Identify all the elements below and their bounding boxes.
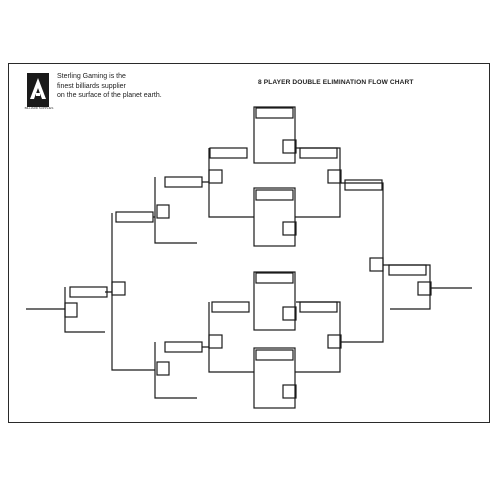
match-slot [255, 272, 294, 284]
match-slot [115, 211, 154, 223]
winner-box [208, 334, 223, 349]
winner-box [156, 204, 170, 219]
match-slot [164, 341, 203, 353]
winner-box [282, 306, 297, 321]
match-slot [299, 301, 338, 313]
winner-box [156, 361, 170, 376]
match-slot [209, 147, 248, 159]
flow-chart-sheet [8, 63, 490, 423]
match-slot [344, 179, 383, 191]
loser-box [253, 271, 296, 331]
winner-box [327, 169, 342, 184]
winner-box [369, 257, 384, 272]
winner-box [111, 281, 126, 296]
loser-box [253, 106, 296, 164]
lower-to-final-connector [341, 270, 384, 343]
match-slot [388, 264, 427, 276]
winner-box [327, 334, 342, 349]
match-slot [69, 286, 108, 298]
match-slot [255, 189, 294, 201]
round1-bracket-left [26, 287, 105, 333]
match-slot [211, 301, 250, 313]
match-slot [164, 176, 203, 188]
chart-title: 8 PLAYER DOUBLE ELIMINATION FLOW CHART [258, 79, 414, 86]
sterling-gaming-logo-icon [27, 73, 49, 107]
logo-caption: BILLIARD SUPPLIES [24, 106, 54, 110]
company-tagline: Sterling Gaming is the finest billiards … [57, 73, 162, 99]
match-slot [255, 107, 294, 119]
winner-box [282, 139, 297, 154]
match-slot [255, 349, 294, 361]
winner-box [282, 221, 297, 236]
connector-r1-r2 [105, 213, 155, 371]
winner-box [282, 384, 297, 399]
lower-quarter-bracket [202, 302, 254, 373]
lower-semi-bracket [154, 342, 197, 399]
loser-box [253, 187, 296, 247]
final-bracket [383, 264, 431, 310]
upper-to-final-connector [341, 182, 384, 270]
winner-box [417, 281, 432, 296]
winner-box [208, 169, 223, 184]
upper-semi-bracket [153, 177, 197, 244]
winner-box [64, 302, 78, 318]
loser-box [253, 347, 296, 409]
match-slot [299, 147, 338, 159]
